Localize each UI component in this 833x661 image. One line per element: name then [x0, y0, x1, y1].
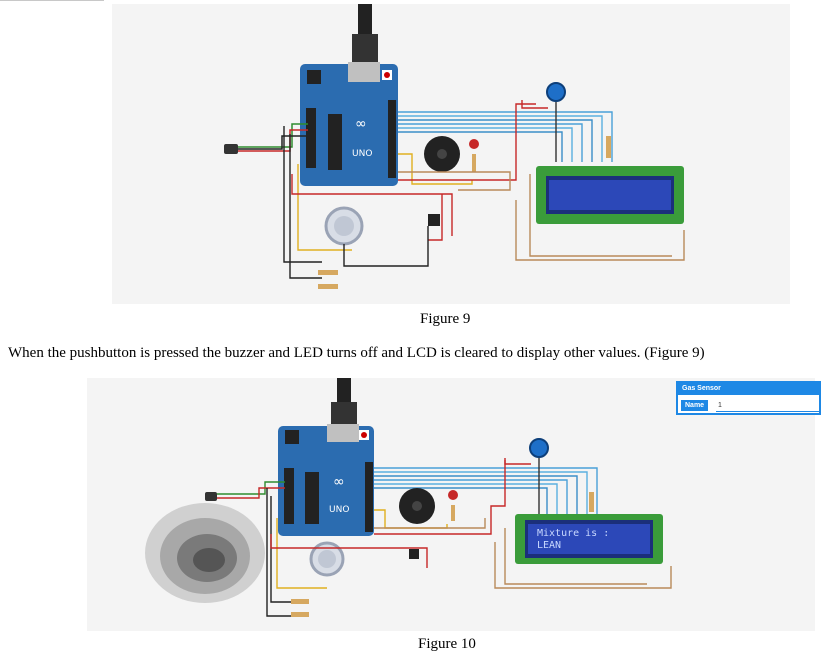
potentiometer	[529, 438, 549, 458]
body-paragraph: When the pushbutton is pressed the buzze…	[8, 345, 705, 361]
lcd-line-1: Mixture is :	[537, 528, 609, 539]
temp-sensor	[205, 492, 217, 501]
gas-sensor-panel: Gas Sensor Name 1	[676, 381, 821, 415]
figure-10-circuit: ∞ UNO Mixture is : LEAN	[87, 378, 815, 631]
top-rule	[0, 0, 104, 1]
pushbutton	[409, 549, 419, 559]
panel-name-input[interactable]: 1	[716, 400, 819, 412]
temp-sensor	[224, 144, 238, 154]
lcd-resistor	[606, 136, 611, 158]
pushbutton	[428, 214, 440, 226]
panel-title: Gas Sensor	[678, 383, 819, 395]
panel-name-label: Name	[681, 400, 709, 411]
figure-10-caption: Figure 10	[418, 636, 476, 652]
arduino-logo: ∞	[355, 116, 367, 132]
arduino-board	[300, 64, 398, 186]
led	[448, 490, 458, 500]
led	[469, 139, 479, 149]
figure-9-caption: Figure 9	[420, 311, 471, 327]
board-label: UNO	[352, 149, 372, 159]
figure-9-circuit: ∞ UNO	[112, 4, 790, 304]
lcd-line-2: LEAN	[537, 540, 561, 551]
potentiometer	[546, 82, 566, 102]
arduino-board	[278, 426, 374, 536]
lcd-resistor	[589, 492, 594, 512]
usb-cable	[337, 378, 351, 402]
arduino-logo: ∞	[333, 474, 345, 490]
usb-cable	[358, 4, 372, 34]
board-label: UNO	[329, 505, 349, 515]
gas-cloud	[145, 503, 265, 603]
